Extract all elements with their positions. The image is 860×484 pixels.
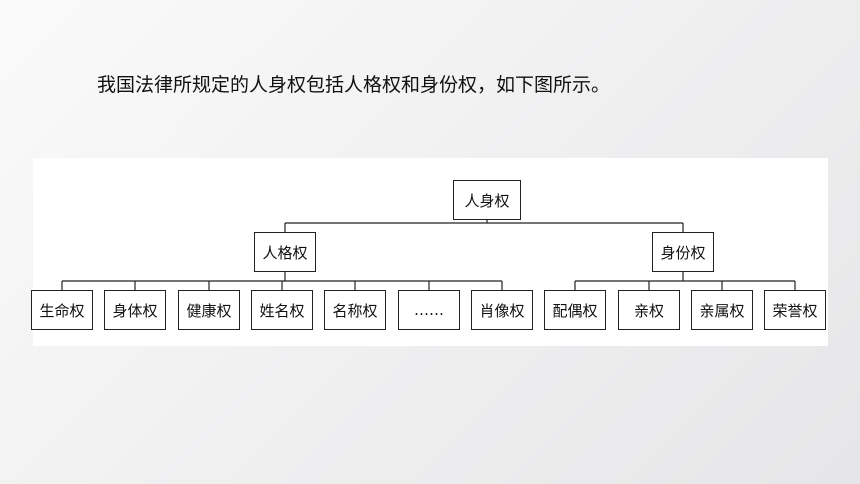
leaf-node: 亲权 (618, 290, 680, 330)
leaf-node: 肖像权 (471, 290, 533, 330)
leaf-node: 配偶权 (544, 290, 606, 330)
connector-lines (61, 220, 796, 290)
root-node: 人身权 (453, 180, 521, 220)
leaf-node: 荣誉权 (764, 290, 826, 330)
leaf-node: 健康权 (178, 290, 240, 330)
leaf-node: 名称权 (324, 290, 386, 330)
leaf-node: 生命权 (31, 290, 93, 330)
leaf-node: 身体权 (104, 290, 166, 330)
rights-tree-diagram: 人身权 人格权 身份权 生命权 身体权 健康权 姓名权 名称权 …… 肖像权 配… (31, 158, 828, 346)
slide-heading: 我国法律所规定的人身权包括人格权和身份权，如下图所示。 (97, 74, 611, 96)
branch-node-personality-rights: 人格权 (254, 232, 316, 272)
leaf-node-ellipsis: …… (398, 290, 460, 330)
branch-node-identity-rights: 身份权 (652, 232, 714, 272)
leaf-node: 姓名权 (251, 290, 313, 330)
leaf-node: 亲属权 (691, 290, 753, 330)
